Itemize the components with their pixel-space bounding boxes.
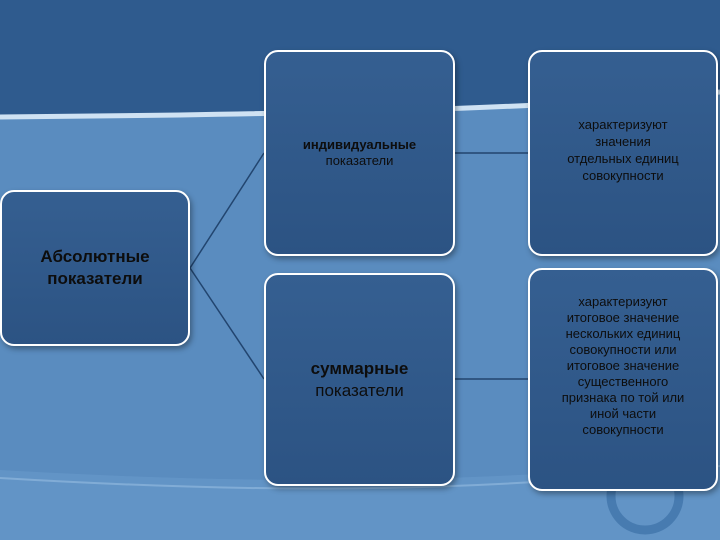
connector-root-summary — [189, 267, 265, 380]
node-individual-description: характеризуют значения отдельных единиц … — [528, 50, 718, 256]
summary-desc-line: характеризуют — [578, 294, 668, 309]
summary-desc-line: совокупности или — [569, 342, 677, 357]
summary-desc-line: иной части — [589, 406, 657, 421]
root-node-absolute-indicators: Абсолютные показатели — [0, 190, 190, 346]
individual-desc-line: отдельных единиц — [567, 151, 679, 166]
summary-desc-line: совокупности — [582, 422, 664, 437]
individual-desc-line: значения — [595, 134, 651, 149]
individual-desc-line: характеризуют — [578, 117, 668, 132]
summary-label-line1: суммарные — [310, 358, 409, 378]
node-individual-indicators: индивидуальные показатели — [264, 50, 455, 256]
individual-desc-line: совокупности — [582, 168, 664, 183]
individual-label-line2: показатели — [325, 153, 394, 168]
node-summary-description: характеризуют итоговое значение нескольк… — [528, 268, 718, 491]
root-label-line1: Абсолютные — [40, 247, 150, 266]
connector-root-individual — [189, 152, 265, 269]
summary-desc-line: признака по той или — [561, 390, 685, 405]
individual-label-line1: индивидуальные — [302, 137, 417, 152]
summary-desc-line: итоговое значение — [566, 310, 680, 325]
summary-label-line2: показатели — [315, 380, 404, 400]
summary-desc-line: существенного — [577, 374, 669, 389]
summary-desc-line: итоговое значение — [566, 358, 680, 373]
root-label-line2: показатели — [47, 269, 143, 288]
node-summary-indicators: суммарные показатели — [264, 273, 455, 486]
summary-desc-line: нескольких единиц — [565, 326, 681, 341]
